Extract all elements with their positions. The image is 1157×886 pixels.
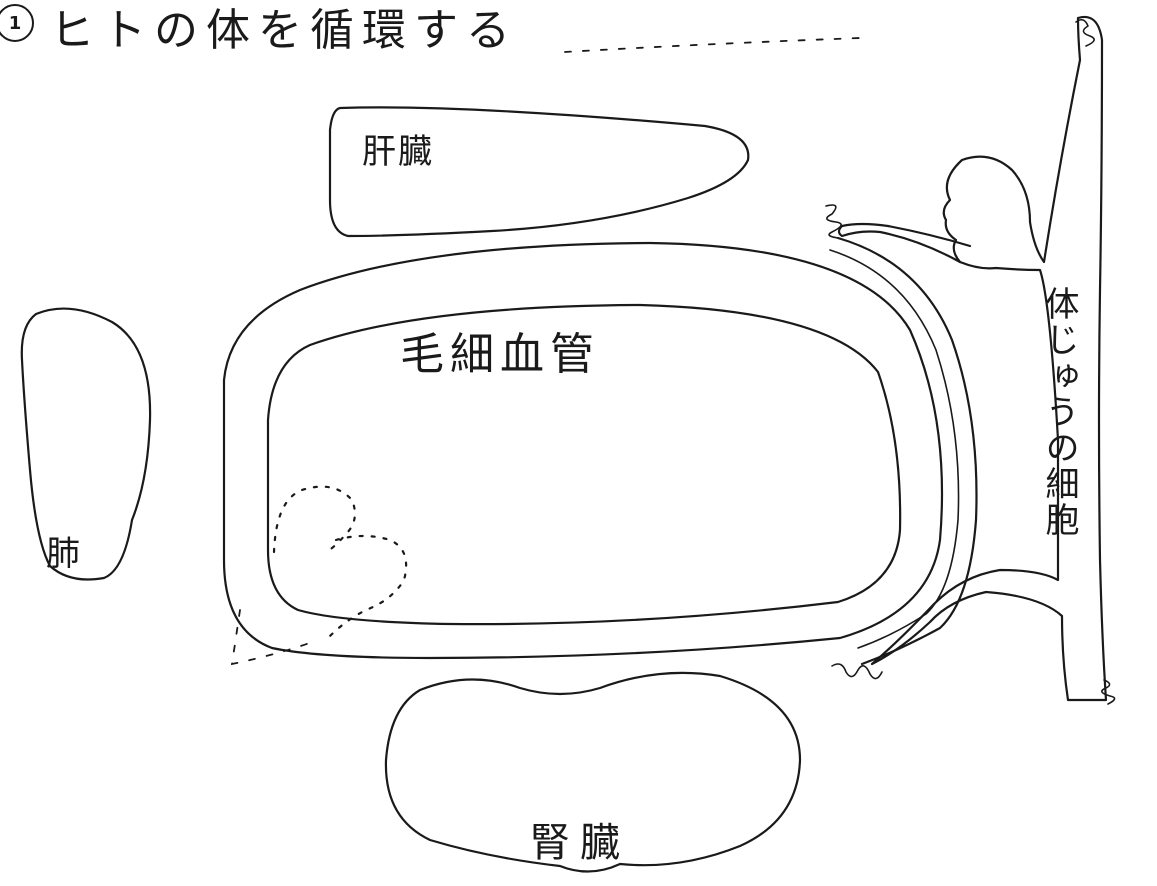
kidney-label: 腎臓	[530, 820, 630, 866]
body-foot-squiggle	[1101, 679, 1116, 705]
lung-label: 肺	[46, 534, 80, 574]
body-silhouette	[870, 15, 1108, 702]
vessel-arc-upper	[836, 236, 978, 666]
title-underline-dashes	[564, 37, 861, 53]
lung-shape	[20, 307, 152, 581]
dotted-loop-upper	[272, 485, 357, 554]
body-left-arm	[837, 222, 972, 264]
title-text: ヒトの体を循環する	[50, 5, 518, 56]
title-number-badge: 1	[0, 4, 34, 42]
squiggle-lower-left	[831, 663, 883, 680]
capillary-label: 毛細血管	[400, 329, 600, 380]
capillary-inner-loop	[266, 303, 902, 626]
squiggle-upper-left	[825, 204, 842, 239]
body-cells-label: 体じゅうの細胞	[1039, 286, 1079, 538]
capillary-outer-loop	[222, 241, 944, 660]
body-hand-squiggle	[1075, 18, 1095, 47]
liver-shape	[328, 106, 750, 238]
kidney-shape	[384, 671, 802, 873]
liver-label: 肝臓	[362, 132, 434, 172]
dashed-leader-line	[230, 609, 319, 666]
dotted-loop-lower	[328, 534, 408, 638]
